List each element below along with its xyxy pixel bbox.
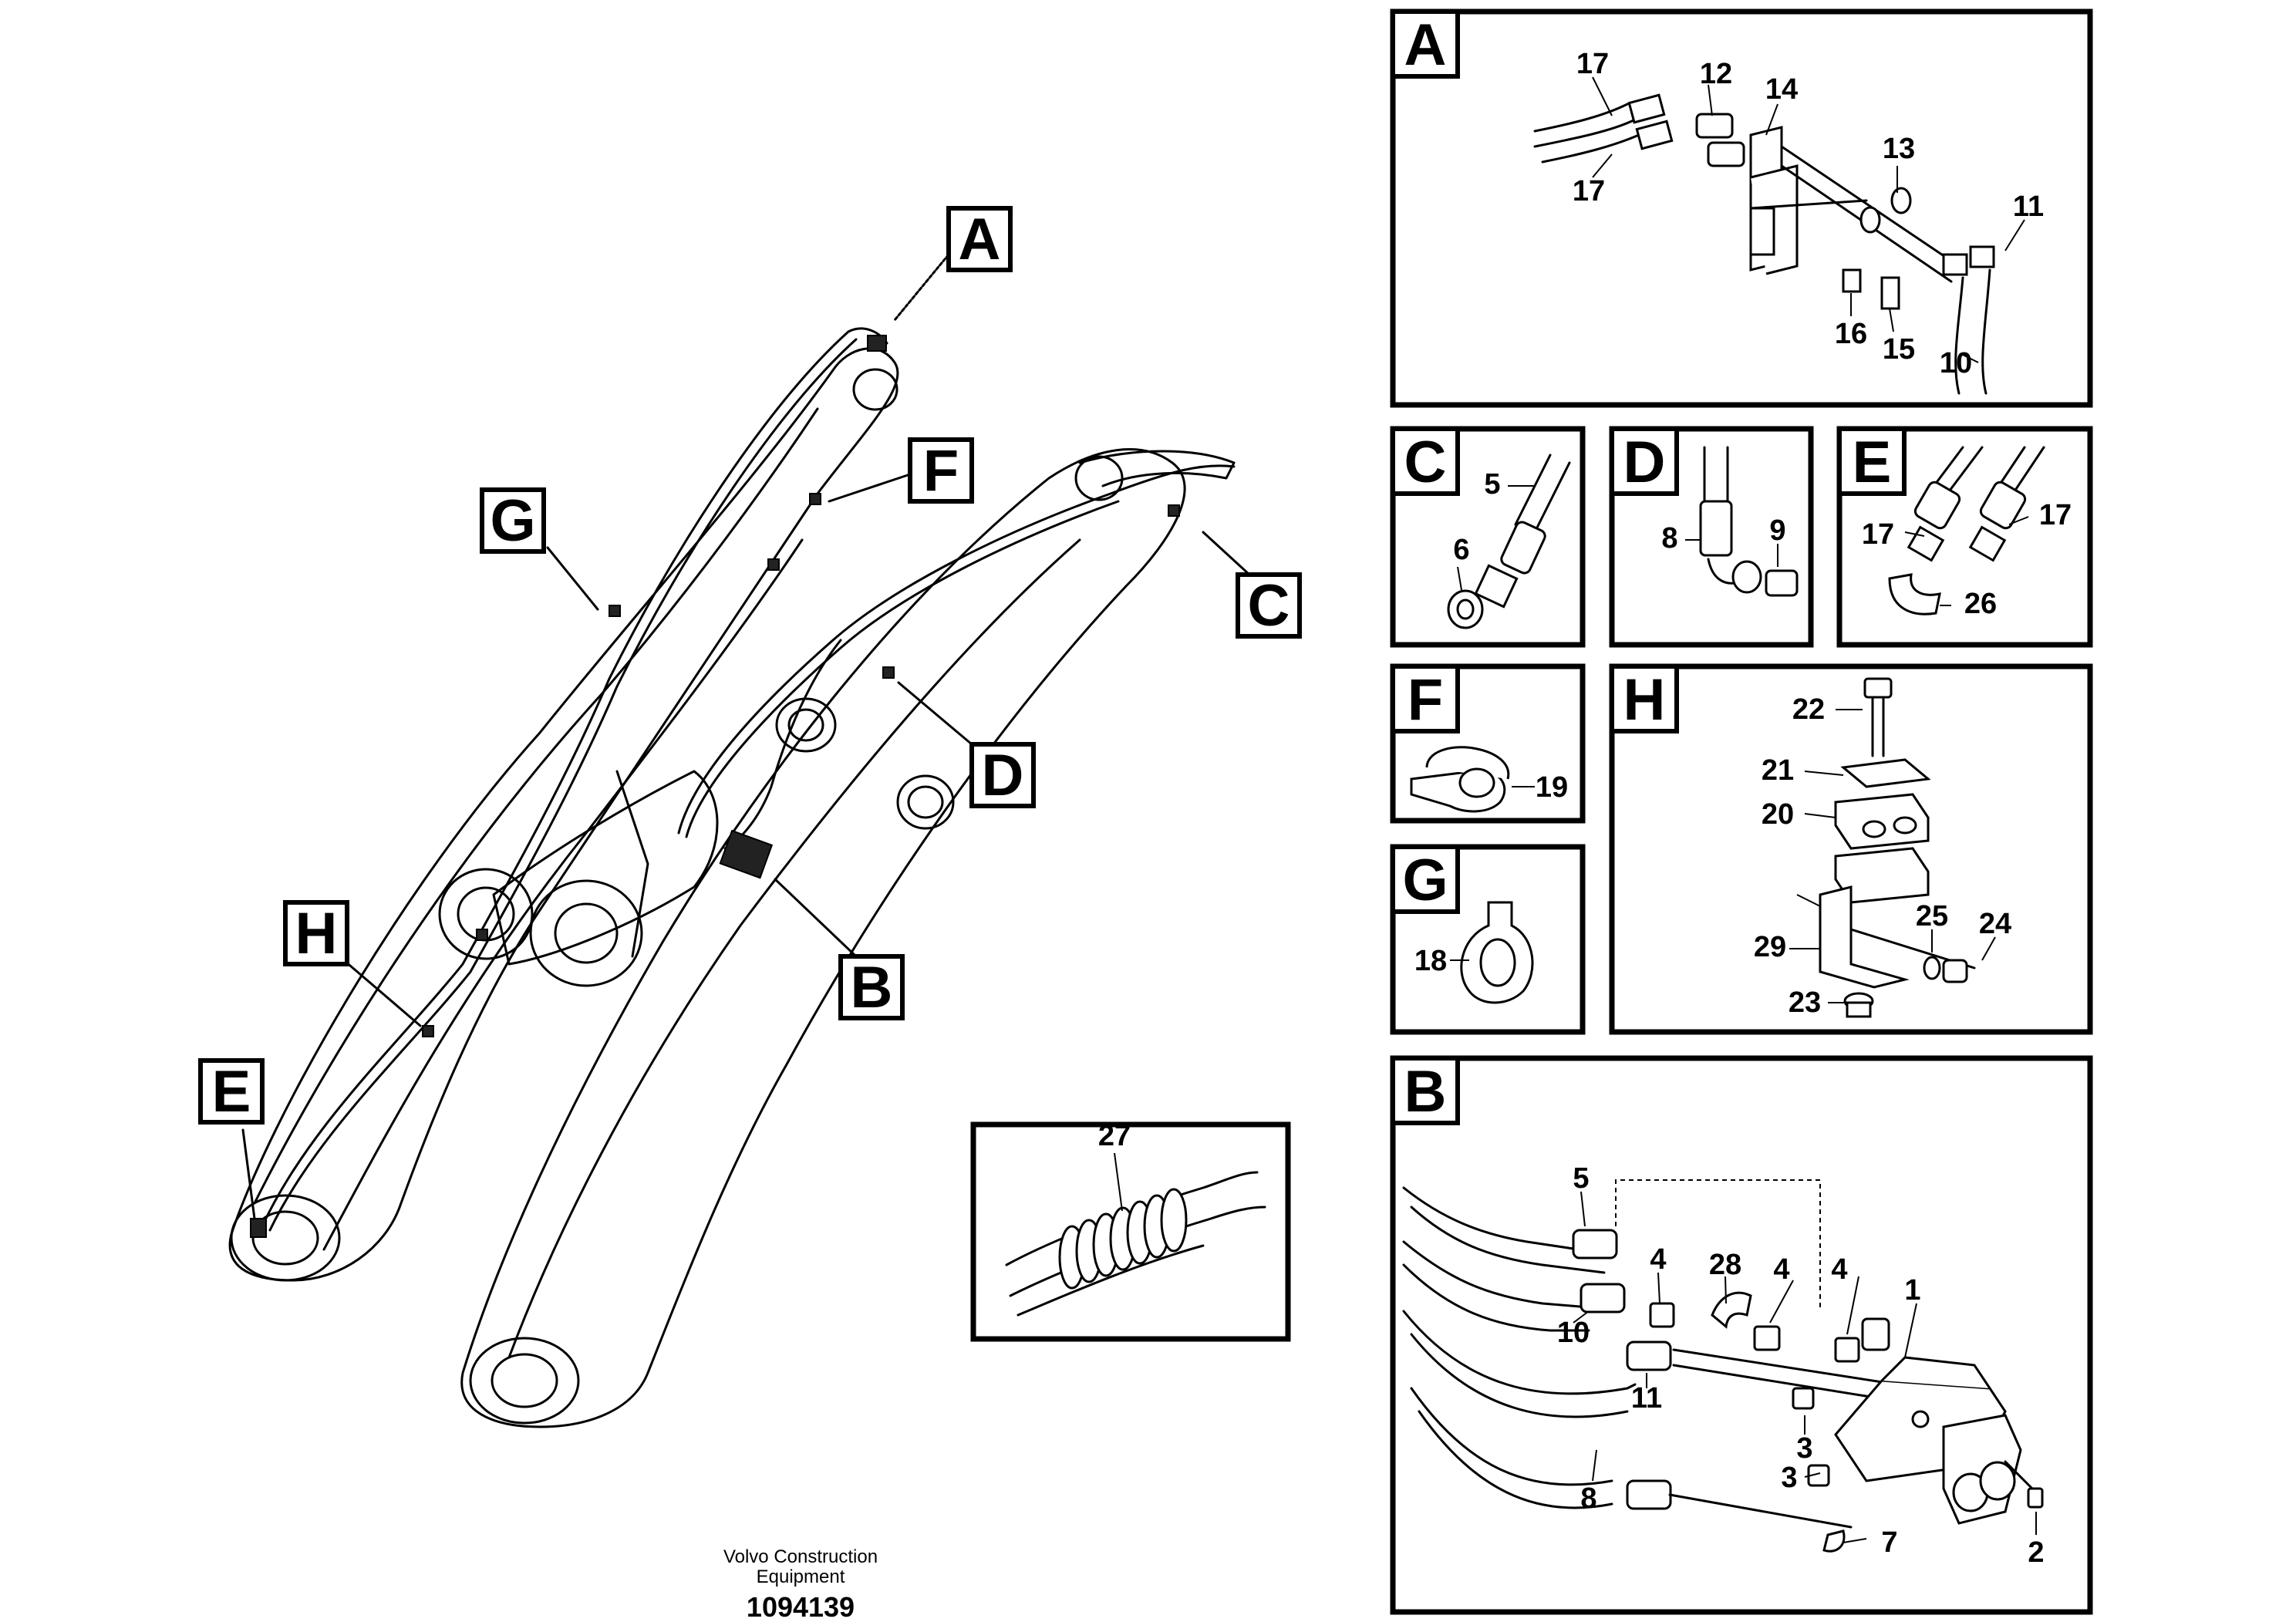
svg-text:C: C [1248, 573, 1290, 639]
svg-text:13: 13 [1883, 133, 1915, 165]
callout-h[interactable]: H [283, 900, 349, 966]
svg-text:B: B [851, 955, 893, 1020]
svg-text:12: 12 [1700, 58, 1732, 90]
svg-text:4: 4 [1831, 1253, 1847, 1286]
svg-text:25: 25 [1916, 900, 1948, 932]
valve-block-icon [1834, 1356, 2022, 1525]
svg-text:E: E [1853, 430, 1892, 495]
svg-text:18: 18 [1414, 945, 1447, 977]
svg-text:19: 19 [1536, 771, 1568, 804]
svg-text:21: 21 [1762, 754, 1794, 787]
document-number: 1094139 [747, 1591, 855, 1622]
callout-leaders [241, 253, 1251, 1220]
svg-text:H: H [1623, 667, 1666, 733]
svg-text:14: 14 [1765, 73, 1798, 106]
svg-text:1: 1 [1904, 1274, 1920, 1307]
svg-text:8: 8 [1580, 1482, 1596, 1515]
svg-text:26: 26 [1964, 588, 1997, 620]
boom-assembly-drawing [228, 327, 1236, 1428]
callout-a[interactable]: A [946, 206, 1013, 272]
svg-text:23: 23 [1789, 986, 1821, 1019]
svg-text:17: 17 [1573, 175, 1605, 207]
svg-text:2: 2 [2028, 1536, 2044, 1569]
footer: Volvo Construction Equipment 1094139 [723, 1546, 878, 1622]
svg-text:F: F [923, 438, 959, 504]
svg-text:5: 5 [1484, 468, 1500, 501]
svg-text:C: C [1404, 430, 1447, 495]
svg-text:3: 3 [1781, 1462, 1797, 1494]
svg-text:4: 4 [1650, 1243, 1666, 1276]
callout-c[interactable]: C [1236, 572, 1302, 639]
svg-text:11: 11 [1631, 1382, 1662, 1415]
panel-b: B [1390, 1055, 2093, 1615]
svg-text:24: 24 [1979, 908, 2011, 940]
company-line-1: Volvo Construction [723, 1546, 878, 1567]
svg-text:17: 17 [1862, 518, 1894, 551]
svg-text:D: D [982, 743, 1024, 808]
p-clip-icon [1460, 901, 1534, 1004]
panel-a-letter: A [1404, 12, 1447, 78]
panel-a: A 17 12 14 17 [1390, 8, 2093, 408]
svg-text:6: 6 [1453, 534, 1469, 566]
svg-text:20: 20 [1762, 798, 1794, 831]
svg-text:17: 17 [1576, 48, 1609, 80]
detail-27-panel: 27 [970, 1120, 1291, 1342]
panel-e: E 17 17 26 [1836, 426, 2093, 648]
svg-text:G: G [490, 488, 535, 554]
svg-text:17: 17 [2039, 499, 2072, 531]
svg-text:D: D [1623, 430, 1666, 495]
callout-b[interactable]: B [838, 954, 905, 1020]
svg-text:B: B [1404, 1059, 1447, 1125]
svg-text:15: 15 [1883, 333, 1915, 366]
callout-d[interactable]: D [969, 742, 1036, 808]
svg-text:4: 4 [1773, 1253, 1789, 1286]
label-27: 27 [1098, 1120, 1131, 1152]
svg-text:F: F [1408, 667, 1443, 733]
clamp-icon [1410, 746, 1510, 813]
svg-text:11: 11 [2013, 191, 2044, 223]
svg-text:G: G [1402, 848, 1448, 913]
svg-text:3: 3 [1796, 1432, 1812, 1465]
svg-text:10: 10 [1940, 347, 1972, 379]
svg-text:22: 22 [1792, 693, 1825, 726]
svg-text:5: 5 [1573, 1162, 1589, 1195]
svg-text:H: H [295, 901, 338, 966]
callout-a-letter: A [959, 207, 1001, 272]
svg-text:9: 9 [1769, 514, 1785, 547]
panel-c: C 5 6 [1390, 426, 1586, 648]
callout-g[interactable]: G [480, 487, 546, 554]
company-line-2: Equipment [757, 1566, 845, 1587]
svg-text:10: 10 [1557, 1317, 1590, 1349]
callout-e[interactable]: E [198, 1058, 265, 1125]
svg-text:7: 7 [1881, 1526, 1897, 1559]
panel-d: D 8 9 [1609, 426, 1814, 648]
svg-text:29: 29 [1754, 931, 1786, 963]
svg-text:16: 16 [1835, 318, 1867, 350]
callout-f[interactable]: F [908, 437, 974, 504]
coil-spring-icon [1058, 1188, 1188, 1290]
svg-text:28: 28 [1709, 1249, 1741, 1281]
svg-text:8: 8 [1661, 522, 1677, 555]
panel-f: F 19 [1390, 663, 1586, 824]
panel-h: H 22 21 20 25 24 29 23 [1609, 663, 2093, 1035]
svg-text:E: E [212, 1059, 251, 1125]
panel-g: G 18 [1390, 844, 1586, 1035]
